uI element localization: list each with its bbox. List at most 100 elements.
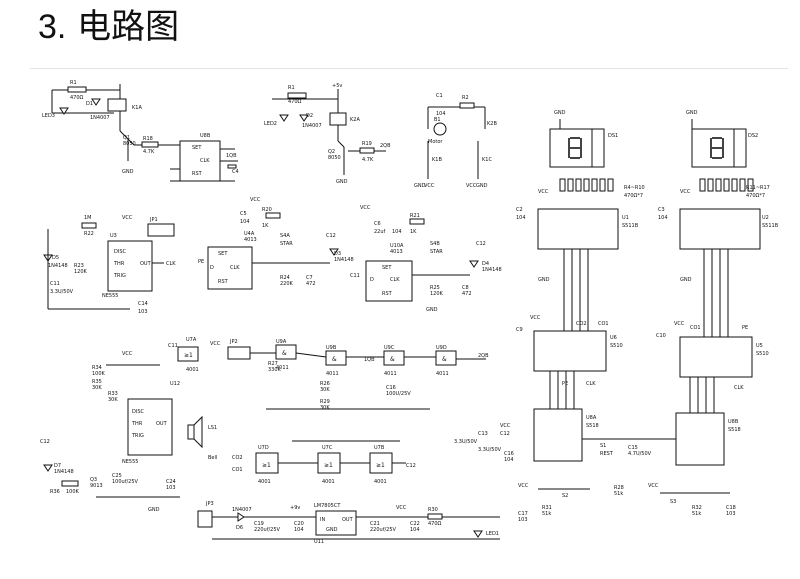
label-vcc-u7a: VCC [210, 341, 221, 347]
label-u9d-value: 4011 [436, 371, 449, 377]
relay-driver-2: R1 470Ω LED2 D2 1N4007 K2A +5v Q2 8050 R… [264, 83, 391, 185]
label-c8: C8 [462, 285, 469, 291]
label-clk-u3: CLK [166, 261, 176, 267]
label-q3-value: 9013 [90, 483, 103, 489]
label-c16-value: 100U/25V [386, 391, 411, 397]
label-gnd-u10a: GND [426, 307, 438, 313]
label-c17-value: 103 [518, 517, 528, 523]
timer-u3: 1M R22 VCC JP1 U3 DISC THR TRIG OUT CLK … [43, 215, 176, 315]
label-c14: C14 [138, 301, 148, 307]
label-q1: Q1 [123, 135, 130, 141]
label-u9c: U9C [384, 345, 395, 351]
label-u1: U1 [622, 215, 629, 221]
label-r22: R22 [84, 231, 94, 237]
label-r1b-value: 470Ω [288, 99, 302, 105]
label-r36-value: 100K [66, 489, 80, 495]
label-ne555: NE555 [102, 293, 118, 299]
label-d5: D5 [52, 255, 59, 261]
label-gnd-u1: GND [538, 277, 550, 283]
label-c2: C2 [516, 207, 523, 213]
label-c1-value: 104 [436, 111, 446, 117]
label-u2: U2 [762, 215, 769, 221]
label-c22: C22 [410, 521, 420, 527]
display-ds2: GND DS2 R11~R17 470Ω*7 U2 S511B C3 104 V… [658, 110, 779, 283]
label-r28: R28 [614, 485, 624, 491]
label-2qb: 2QB [380, 143, 391, 149]
label-vcc-motor: VCC [424, 183, 435, 189]
label-lm7805: LM7805CT [314, 503, 341, 509]
label-vcc-u2: VCC [680, 189, 691, 195]
label-c15-value: 4.7U/50V [628, 451, 652, 457]
label-r1-value: 470Ω [70, 95, 84, 101]
label-k2b: K2B [487, 121, 497, 127]
label-u9d: U9D [436, 345, 447, 351]
label-gnd-q1: GND [122, 169, 134, 175]
label-d6-value: 1N4007 [232, 507, 252, 513]
label-vcc-u12: VCC [122, 351, 133, 357]
label-set-u4a: SET [218, 251, 228, 257]
label-vcc-motor-2: VCC [466, 183, 477, 189]
label-amp-1: & [282, 350, 287, 357]
label-c3: C3 [658, 207, 665, 213]
label-u7a-value: 4001 [186, 367, 199, 373]
label-r24-value: 220K [280, 281, 294, 287]
label-rst: RST [192, 171, 203, 177]
label-r20: R20 [262, 207, 272, 213]
label-r1m: 1M [84, 215, 92, 221]
label-co1-u5: CO1 [690, 325, 701, 331]
label-ge-3: ≥1 [324, 462, 333, 469]
label-bell: Bell [208, 455, 217, 461]
label-u7b: U7B [374, 445, 385, 451]
label-c8-value: 104 [392, 229, 402, 235]
label-pe-u6: PE [562, 381, 568, 387]
label-r32-value: 51k [692, 511, 701, 517]
label-star-a: STAR [280, 241, 293, 247]
label-r31: R31 [542, 505, 552, 511]
label-ne555-u12: NE555 [122, 459, 138, 465]
label-r1b: R1 [288, 85, 295, 91]
label-r23: R23 [74, 263, 84, 269]
label-amp-3: & [390, 356, 395, 363]
label-c7-value: 472 [306, 281, 316, 287]
label-b1: B1 [434, 117, 441, 123]
label-r33-value: 30K [108, 397, 118, 403]
label-d7: D7 [54, 463, 61, 469]
label-c11-c: C11 [168, 343, 178, 349]
label-r25-value: 120K [430, 291, 444, 297]
label-rst-u4a: RST [218, 279, 229, 285]
label-led3: LED3 [42, 113, 55, 119]
label-u7c-value: 4001 [322, 479, 335, 485]
label-s2: S2 [562, 493, 568, 499]
label-d3-value: 1N4148 [334, 257, 354, 263]
label-c3-value: 104 [658, 215, 668, 221]
label-ge-2: ≥1 [262, 462, 271, 469]
label-d4-value: 1N4148 [482, 267, 502, 273]
label-q1-value: 8050 [123, 141, 136, 147]
label-d-u10a: D [370, 277, 374, 283]
label-u6: U6 [610, 335, 617, 341]
label-gnd-ds1: GND [554, 110, 566, 116]
label-vcc-u1: VCC [538, 189, 549, 195]
label-out: OUT [140, 261, 152, 267]
label-co2: CO2 [232, 455, 243, 461]
label-c6: C6 [374, 221, 381, 227]
label-r24: R24 [280, 275, 290, 281]
label-s1: S1 [600, 443, 606, 449]
label-u4a-value: 4013 [244, 237, 257, 243]
label-led1: LED1 [486, 531, 499, 537]
label-u8a: U8A [586, 415, 597, 421]
label-star-b: STAR [430, 249, 443, 255]
flipflop-u10a: VCC C6 22uf 104 R21 1K U10A 4013 S4B STA… [350, 205, 502, 313]
label-thr-u12: THR [131, 421, 143, 427]
label-k1a: K1A [132, 105, 142, 111]
label-c12-a: C12 [326, 233, 336, 239]
label-c8-b: 472 [462, 291, 472, 297]
label-ds2: DS2 [748, 133, 758, 139]
label-u8b-b: U8B [728, 419, 739, 425]
label-r34: R34 [92, 365, 102, 371]
label-c11-b: C11 [350, 273, 360, 279]
label-c14-value: 103 [138, 309, 148, 315]
label-u9b-value: 4011 [326, 371, 339, 377]
label-co1: CO1 [232, 467, 243, 473]
label-c18: C18 [726, 505, 736, 511]
